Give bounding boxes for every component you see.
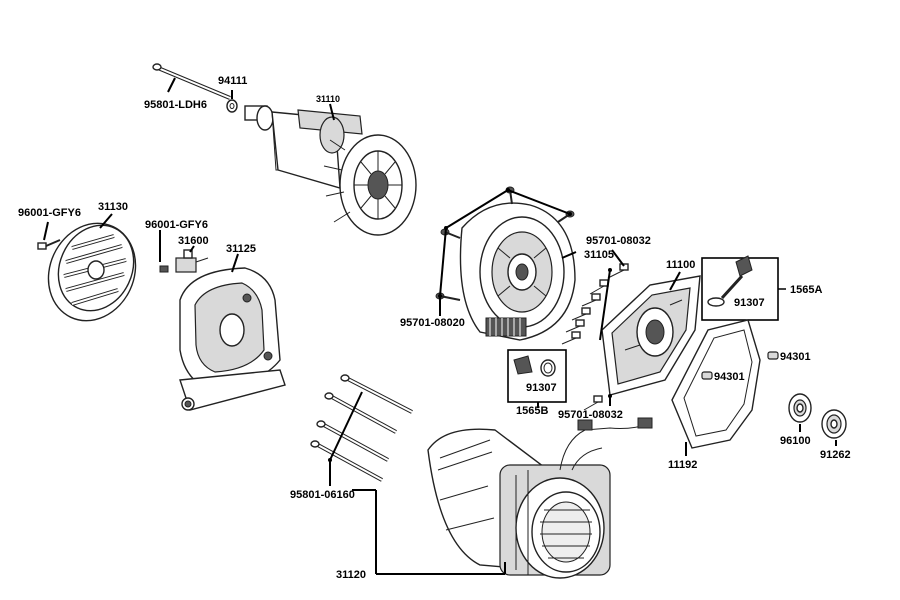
rear-bracket-part bbox=[179, 267, 286, 411]
label-95801-ldh6: 95801-LDH6 bbox=[144, 99, 207, 111]
brush-holder-part bbox=[175, 249, 209, 273]
label-31110: 31110 bbox=[316, 94, 340, 104]
crankcase-bolt-set-part bbox=[561, 263, 629, 411]
label-95801-06160: 95801-06160 bbox=[290, 489, 355, 501]
label-91307-center: 91307 bbox=[526, 382, 557, 394]
rotor-assembly-part bbox=[244, 105, 417, 236]
label-96100: 96100 bbox=[780, 435, 811, 447]
label-31130: 31130 bbox=[98, 201, 128, 213]
label-94301-b: 94301 bbox=[714, 371, 745, 383]
label-91262: 91262 bbox=[820, 449, 851, 461]
label-11100: 11100 bbox=[666, 259, 695, 271]
leader-lines bbox=[43, 77, 837, 575]
label-91307-right: 91307 bbox=[734, 297, 765, 309]
label-95701-08020: 95701-08020 bbox=[400, 317, 465, 329]
washer-part bbox=[226, 99, 238, 113]
label-96001-gfy6-mid: 96001-GFY6 bbox=[145, 219, 208, 231]
label-31105: 31105 bbox=[584, 249, 614, 261]
plug-94301-lower-part bbox=[701, 371, 713, 380]
label-11192: 11192 bbox=[668, 459, 697, 471]
end-cover-part bbox=[47, 222, 137, 322]
cover-screw-left-part bbox=[37, 239, 61, 250]
label-94111: 94111 bbox=[218, 75, 247, 87]
label-1565a: 1565A bbox=[790, 284, 822, 296]
kit-1565a-box bbox=[701, 255, 786, 321]
brush-screw-part bbox=[159, 265, 169, 273]
generator-housing-part bbox=[459, 202, 576, 341]
label-94301-a: 94301 bbox=[780, 351, 811, 363]
label-95701-08032-bottom: 95701-08032 bbox=[558, 409, 623, 421]
stator-part bbox=[427, 417, 653, 579]
label-31600: 31600 bbox=[178, 235, 209, 247]
rotor-bolt-part bbox=[152, 63, 231, 100]
label-31120: 31120 bbox=[336, 569, 366, 581]
label-31125: 31125 bbox=[226, 243, 256, 255]
bearing-part bbox=[788, 393, 812, 423]
leader-dots bbox=[328, 188, 612, 462]
stator-bolt-set-part bbox=[310, 374, 413, 482]
oil-seal-part bbox=[821, 409, 847, 439]
label-1565b: 1565B bbox=[516, 405, 548, 417]
plug-94301-upper-part bbox=[767, 351, 779, 360]
crankcase-gasket-part bbox=[671, 319, 761, 449]
crankcase-cover-part bbox=[601, 275, 701, 396]
part-labels: 94111 95801-LDH6 31110 96001-GFY6 31130 … bbox=[18, 75, 851, 581]
label-96001-gfy6-left: 96001-GFY6 bbox=[18, 207, 81, 219]
label-95701-08032-top: 95701-08032 bbox=[586, 235, 651, 247]
kit-1565b-box bbox=[507, 349, 567, 403]
